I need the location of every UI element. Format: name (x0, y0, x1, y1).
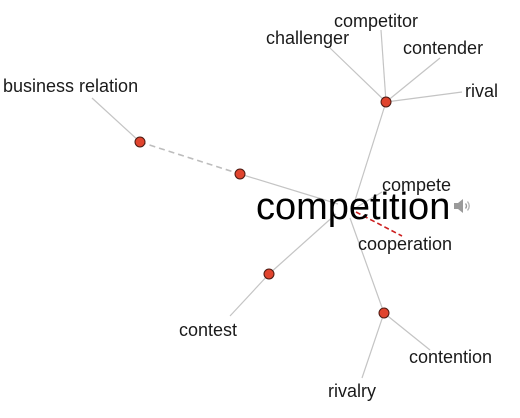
edge-center-relation-hub (239, 173, 339, 205)
edge-cooperation-antonym (355, 211, 403, 237)
word-contest[interactable]: contest (179, 320, 238, 340)
word-rival[interactable]: rival (465, 81, 499, 101)
edge-center-synonym-hub (351, 101, 387, 211)
word-competitor[interactable]: competitor (334, 11, 419, 31)
center-word: competition (256, 186, 451, 228)
edge-business-relation (91, 97, 141, 143)
hub-node-business-relation[interactable] (134, 136, 146, 148)
edge-contest (229, 273, 270, 317)
word-contention[interactable]: contention (409, 347, 493, 367)
hub-node-synonyms[interactable] (380, 96, 392, 108)
edge-challenger (329, 47, 387, 103)
edge-relation-dashed (139, 141, 241, 175)
word-rivalry[interactable]: rivalry (328, 381, 376, 401)
word-compete[interactable]: compete (382, 175, 452, 195)
edge-rivalry (361, 312, 385, 379)
speaker-icon[interactable] (452, 196, 472, 216)
word-business-relation[interactable]: business relation (3, 76, 139, 96)
word-challenger[interactable]: challenger (266, 28, 350, 48)
hub-node-relation[interactable] (234, 168, 246, 180)
edge-compete (351, 191, 383, 211)
edge-competitor (380, 29, 387, 103)
word-cooperation[interactable]: cooperation (358, 234, 453, 254)
edge-center-contest-hub (268, 213, 337, 275)
edge-contention (383, 312, 431, 351)
edge-center-contention-hub (349, 217, 385, 314)
edge-rival (385, 91, 463, 103)
hub-node-contention[interactable] (378, 307, 390, 319)
word-contender[interactable]: contender (403, 38, 484, 58)
hub-node-contest[interactable] (263, 268, 275, 280)
edge-contender (385, 57, 441, 103)
